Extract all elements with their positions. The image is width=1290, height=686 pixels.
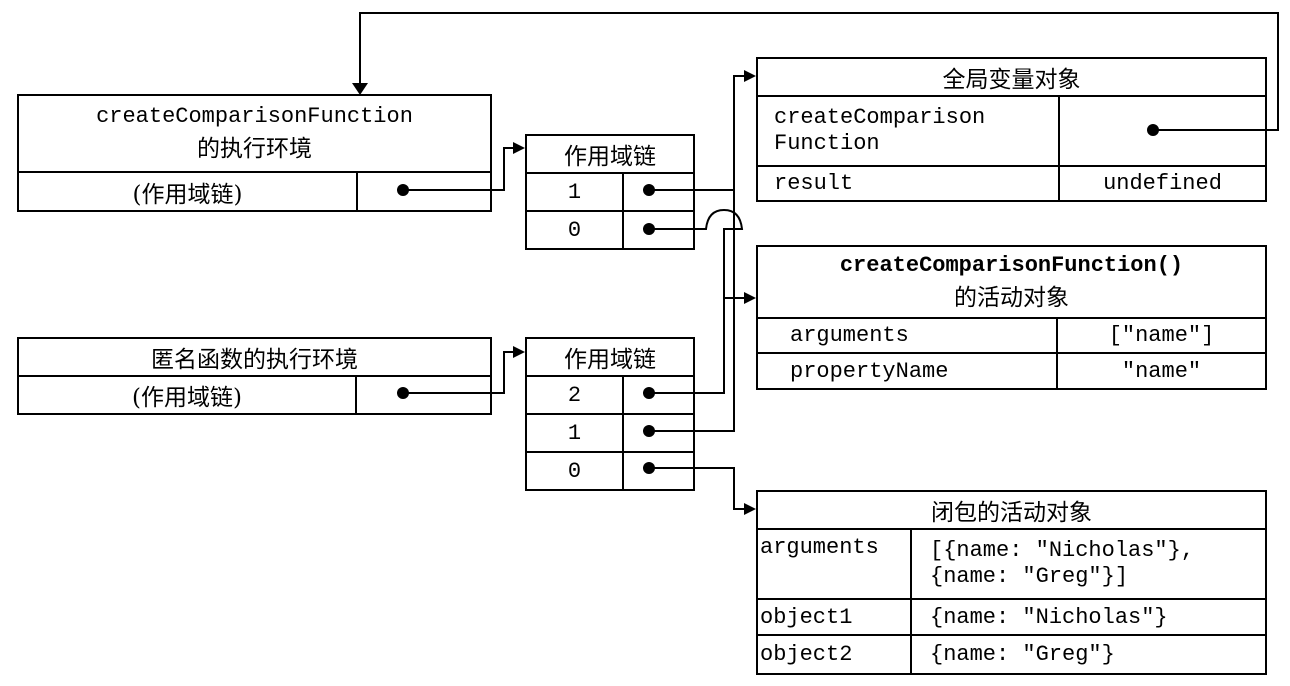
arrowhead-down bbox=[352, 83, 368, 95]
connector-anon-scope-2-to-create-ao bbox=[649, 298, 725, 394]
divider bbox=[758, 317, 1265, 319]
create-ao-title: createComparisonFunction() 的活动对象 bbox=[758, 247, 1265, 317]
connector-anon-exec-to-scope-chain bbox=[403, 351, 516, 394]
create-activation-object: createComparisonFunction() 的活动对象 argumen… bbox=[756, 245, 1267, 390]
divider bbox=[758, 165, 1265, 167]
arrowhead-right bbox=[744, 70, 756, 82]
closure-ao-value-object1: {name: "Nicholas"} bbox=[930, 604, 1168, 630]
create-exec-scope-label: (作用域链) bbox=[132, 181, 243, 208]
divider bbox=[527, 210, 693, 212]
create-exec-title-code: createComparisonFunction bbox=[96, 104, 413, 129]
pointer-dot bbox=[643, 184, 655, 196]
closure-activation-object: 闭包的活动对象 arguments [{name: "Nicholas"}, {… bbox=[756, 490, 1267, 675]
closure-ao-name-arguments: arguments bbox=[760, 535, 879, 560]
connector-anon-scope-1-to-global bbox=[649, 190, 735, 432]
divider bbox=[1056, 317, 1058, 388]
divider bbox=[356, 171, 358, 210]
connector-create-exec-to-scope-chain bbox=[403, 147, 516, 191]
pointer-dot bbox=[643, 387, 655, 399]
closure-ao-name-object1: object1 bbox=[760, 604, 853, 630]
divider bbox=[758, 95, 1265, 97]
closure-ao-value-object2: {name: "Greg"} bbox=[930, 642, 1115, 667]
create-scope-index-1: 1 bbox=[567, 179, 582, 205]
arrowhead-right bbox=[513, 346, 525, 358]
divider bbox=[622, 172, 624, 248]
create-scope-chain-title: 作用域链 bbox=[564, 144, 656, 170]
connector-create-scope-0-to-create-ao bbox=[649, 208, 747, 299]
anon-exec-scope-label: (作用域链) bbox=[132, 385, 242, 411]
global-vo-name-line2: Function bbox=[774, 131, 880, 156]
divider bbox=[1058, 95, 1060, 200]
create-ao-title-text: 的活动对象 bbox=[954, 284, 1069, 311]
divider bbox=[355, 375, 357, 413]
anon-exec-context: 匿名函数的执行环境 (作用域链) bbox=[17, 337, 492, 415]
anon-scope-index-1: 1 bbox=[567, 420, 582, 446]
closure-ao-name-object2: object2 bbox=[760, 642, 853, 667]
closure-ao-arguments-line2: {name: "Greg"}] bbox=[930, 564, 1129, 589]
anon-scope-index-2: 2 bbox=[567, 382, 582, 408]
create-ao-name-arguments: arguments bbox=[790, 323, 909, 348]
divider bbox=[527, 451, 693, 453]
global-vo-value-result: undefined bbox=[1103, 171, 1222, 196]
divider bbox=[527, 413, 693, 415]
global-vo-name-result: result bbox=[774, 171, 854, 196]
create-exec-title: createComparisonFunction 的执行环境 bbox=[19, 96, 490, 171]
arrowhead-right bbox=[513, 142, 525, 154]
pointer-dot bbox=[643, 462, 655, 474]
divider bbox=[19, 375, 490, 377]
divider bbox=[910, 528, 912, 673]
divider bbox=[758, 598, 1265, 600]
divider bbox=[19, 171, 490, 173]
arrowhead-right bbox=[744, 503, 756, 515]
connector-create-scope-1-to-global bbox=[649, 75, 747, 191]
divider bbox=[527, 172, 693, 174]
divider bbox=[622, 375, 624, 489]
create-ao-name-propertyname: propertyName bbox=[790, 358, 949, 384]
global-vo-title: 全局变量对象 bbox=[942, 67, 1081, 93]
create-exec-title-text: 的执行环境 bbox=[197, 136, 312, 162]
anon-exec-title: 匿名函数的执行环境 bbox=[151, 347, 358, 373]
pointer-dot bbox=[643, 223, 655, 235]
pointer-dot bbox=[397, 184, 409, 196]
create-scope-index-0: 0 bbox=[567, 217, 582, 243]
create-ao-value-arguments: ["name"] bbox=[1108, 323, 1215, 348]
arrowhead-right bbox=[744, 292, 756, 304]
closure-ao-arguments-line1: [{name: "Nicholas"}, bbox=[930, 538, 1195, 563]
global-vo-name-line1: createComparison bbox=[774, 105, 986, 130]
anon-scope-chain-title: 作用域链 bbox=[564, 347, 656, 373]
divider bbox=[758, 352, 1265, 354]
divider bbox=[527, 375, 693, 377]
pointer-dot bbox=[643, 425, 655, 437]
closure-ao-value-arguments: [{name: "Nicholas"}, {name: "Greg"}] bbox=[930, 530, 1265, 598]
connector-anon-scope-0-to-closure-ao bbox=[649, 467, 747, 510]
create-scope-chain: 作用域链 1 0 bbox=[525, 134, 695, 250]
anon-scope-index-0: 0 bbox=[567, 458, 582, 484]
connector-global-to-create-exec bbox=[359, 12, 1279, 131]
create-exec-context: createComparisonFunction 的执行环境 (作用域链) bbox=[17, 94, 492, 212]
create-ao-value-propertyname: "name" bbox=[1121, 358, 1202, 384]
create-ao-title-code: createComparisonFunction() bbox=[839, 252, 1184, 278]
pointer-dot bbox=[397, 387, 409, 399]
anon-scope-chain: 作用域链 2 1 0 bbox=[525, 337, 695, 491]
pointer-dot bbox=[1147, 124, 1159, 136]
global-vo-name-create: createComparison Function bbox=[774, 97, 1058, 165]
closure-ao-title: 闭包的活动对象 bbox=[931, 500, 1092, 526]
divider bbox=[758, 528, 1265, 530]
divider bbox=[758, 634, 1265, 636]
